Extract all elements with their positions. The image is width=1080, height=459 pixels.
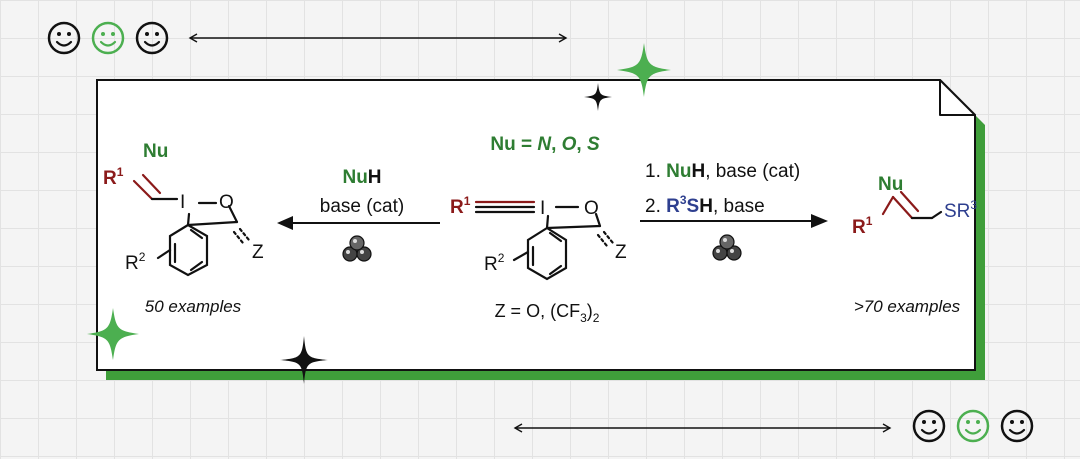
- left-arrow-conditions: base (cat): [320, 196, 404, 217]
- left-product-r2-label: R2: [125, 250, 146, 274]
- left-product-z-label: Z: [252, 242, 264, 263]
- center-r2-label: R2: [484, 251, 505, 275]
- left-product-r1-label: R1: [103, 165, 124, 189]
- black-sparkle-icon: [280, 336, 328, 384]
- nucleophile-definition: Nu = N, O, S: [490, 134, 600, 155]
- z-definition: Z = O, (CF3)2: [495, 301, 600, 325]
- card-folded-corner: [939, 79, 976, 116]
- center-reagent-structure: [474, 200, 615, 281]
- smiley-icon: [135, 21, 169, 55]
- right-arrow-step2: 2. R3SH, base: [645, 193, 765, 217]
- right-arrow-step1: 1. NuH, base (cat): [645, 161, 800, 182]
- right-product-structure: [881, 190, 943, 220]
- smiley-icon-green: [91, 21, 125, 55]
- center-r1-label: R1: [450, 194, 471, 218]
- left-reaction-arrow: [277, 216, 440, 230]
- right-reaction-arrow: [640, 214, 828, 228]
- center-iodine-label: I: [540, 198, 545, 219]
- right-product-r1-label: R1: [852, 214, 873, 238]
- ball-mill-icon: [342, 235, 372, 262]
- card-body: [96, 79, 976, 371]
- center-z-label: Z: [615, 242, 627, 263]
- center-oxygen-label: O: [584, 198, 599, 219]
- smiley-icon: [47, 21, 81, 55]
- right-product-examples: >70 examples: [854, 297, 961, 316]
- green-sparkle-icon: [617, 43, 671, 97]
- bottom-double-arrow-icon: [513, 423, 892, 433]
- left-product-oxygen-label: O: [219, 192, 234, 213]
- card: [96, 79, 985, 380]
- smiley-icon: [1000, 409, 1034, 443]
- left-product-nu-label: Nu: [143, 141, 168, 162]
- green-sparkle-icon: [87, 308, 139, 360]
- top-smiley-group: [47, 21, 169, 55]
- right-product-nu-label: Nu: [878, 174, 903, 195]
- smiley-icon-green: [956, 409, 990, 443]
- left-product-examples: 50 examples: [145, 297, 242, 316]
- left-product-iodine-label: I: [180, 192, 185, 213]
- ball-mill-icon: [712, 234, 742, 261]
- left-arrow-reagent: NuH: [342, 167, 381, 188]
- right-product-sr3-label: SR3: [944, 198, 977, 222]
- bottom-smiley-group: [912, 409, 1034, 443]
- black-sparkle-icon: [584, 83, 612, 111]
- left-product-structure: [132, 173, 251, 277]
- top-double-arrow-icon: [188, 33, 568, 43]
- smiley-icon: [912, 409, 946, 443]
